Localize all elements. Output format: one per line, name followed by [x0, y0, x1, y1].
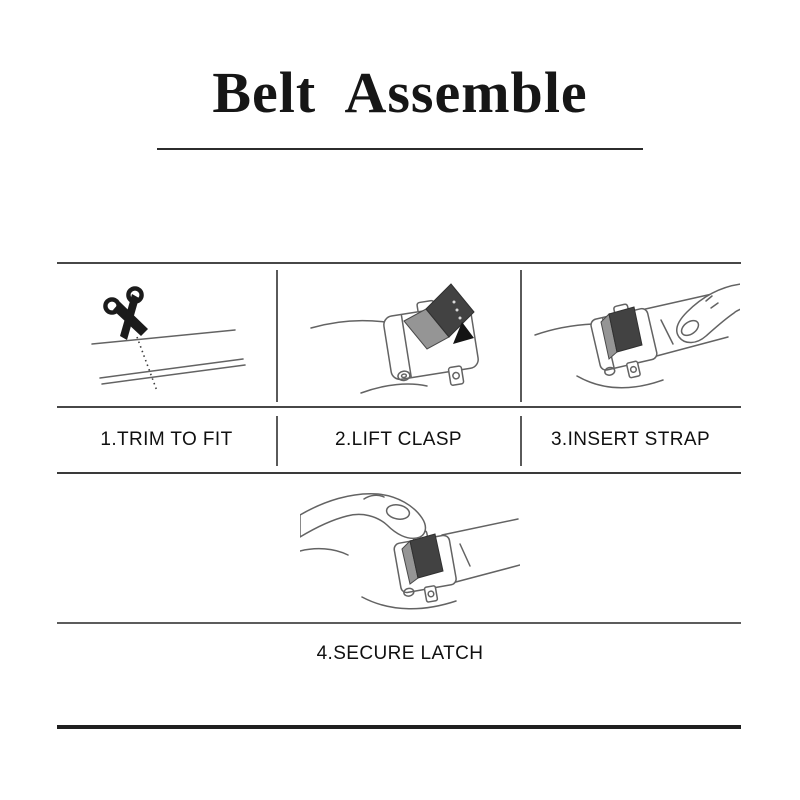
lift-clasp-illustration [310, 283, 479, 394]
belt-strap-left [310, 319, 386, 329]
strap-going-right [441, 518, 520, 584]
caption-row-bottom-rule [57, 472, 741, 474]
step4-bottom-rule [57, 622, 741, 624]
footer-rule [57, 725, 741, 729]
belt-strap-bottom [361, 596, 457, 610]
latch-pressed [401, 533, 444, 585]
page-title: Belt Assemble [212, 60, 588, 125]
lift-arrow-icon [453, 322, 474, 344]
insert-strap-illustration [534, 283, 740, 389]
belt-strap-left [534, 323, 594, 336]
step-2-caption: 2.LIFT CLASP [335, 429, 462, 450]
pressing-thumb-icon [300, 492, 427, 556]
title-underline [157, 148, 643, 150]
panel-row-top-rule [57, 262, 741, 264]
secure-latch-illustration [300, 492, 520, 610]
step-3-caption: 3.INSERT STRAP [550, 429, 711, 450]
caption-divider-1 [276, 416, 278, 466]
scissors-icon [103, 286, 148, 340]
belt-strap-bottom [360, 383, 428, 394]
cut-line-dotted [136, 336, 158, 392]
belt-strap-lines [91, 329, 246, 385]
trim-to-fit-illustration [91, 286, 246, 392]
caption-divider-2 [520, 416, 522, 466]
panel-row-bottom-rule [57, 406, 741, 408]
panel-divider-2 [520, 270, 522, 402]
clasp-closed [600, 306, 643, 360]
pointing-finger-icon [676, 283, 740, 344]
panel-divider-1 [276, 270, 278, 402]
belt-strap-bottom [576, 375, 664, 389]
step-4-caption: 4.SECURE LATCH [316, 643, 484, 664]
step-1-caption: 1.TRIM TO FIT [100, 429, 233, 450]
